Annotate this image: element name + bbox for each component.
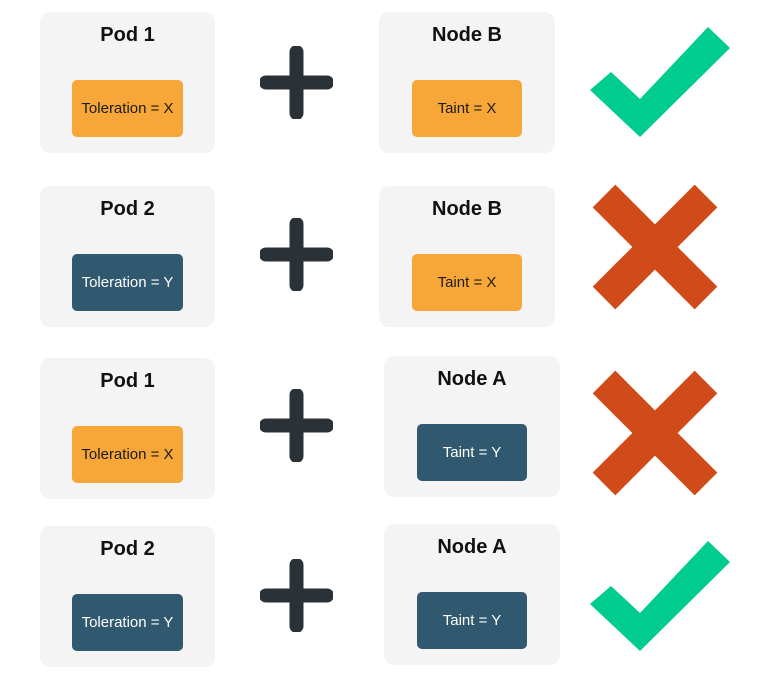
node-title: Node B [432, 198, 502, 220]
cross-icon [592, 184, 718, 310]
toleration-tag: Toleration = Y [72, 254, 183, 311]
plus-icon [260, 559, 333, 632]
taint-tag: Taint = X [412, 254, 522, 311]
plus-icon [260, 46, 333, 119]
node-title: Node B [432, 24, 502, 46]
plus-icon [260, 218, 333, 291]
toleration-tag: Toleration = X [72, 426, 183, 483]
plus-icon [260, 389, 333, 462]
node-card: Node B Taint = X [379, 12, 555, 153]
check-icon [590, 541, 730, 651]
pod-title: Pod 2 [100, 538, 155, 560]
node-card: Node A Taint = Y [384, 524, 560, 665]
taint-tag: Taint = Y [417, 592, 527, 649]
toleration-tag: Toleration = X [72, 80, 183, 137]
node-title: Node A [437, 536, 507, 558]
pod-title: Pod 1 [100, 24, 155, 46]
pod-card: Pod 1 Toleration = X [40, 12, 215, 153]
pod-card: Pod 2 Toleration = Y [40, 526, 215, 667]
pod-title: Pod 1 [100, 370, 155, 392]
node-title: Node A [437, 368, 507, 390]
toleration-tag: Toleration = Y [72, 594, 183, 651]
pod-card: Pod 2 Toleration = Y [40, 186, 215, 327]
pod-title: Pod 2 [100, 198, 155, 220]
node-card: Node B Taint = X [379, 186, 555, 327]
cross-icon [592, 370, 718, 496]
node-card: Node A Taint = Y [384, 356, 560, 497]
pod-card: Pod 1 Toleration = X [40, 358, 215, 499]
taint-tag: Taint = X [412, 80, 522, 137]
check-icon [590, 27, 730, 137]
taint-tag: Taint = Y [417, 424, 527, 481]
